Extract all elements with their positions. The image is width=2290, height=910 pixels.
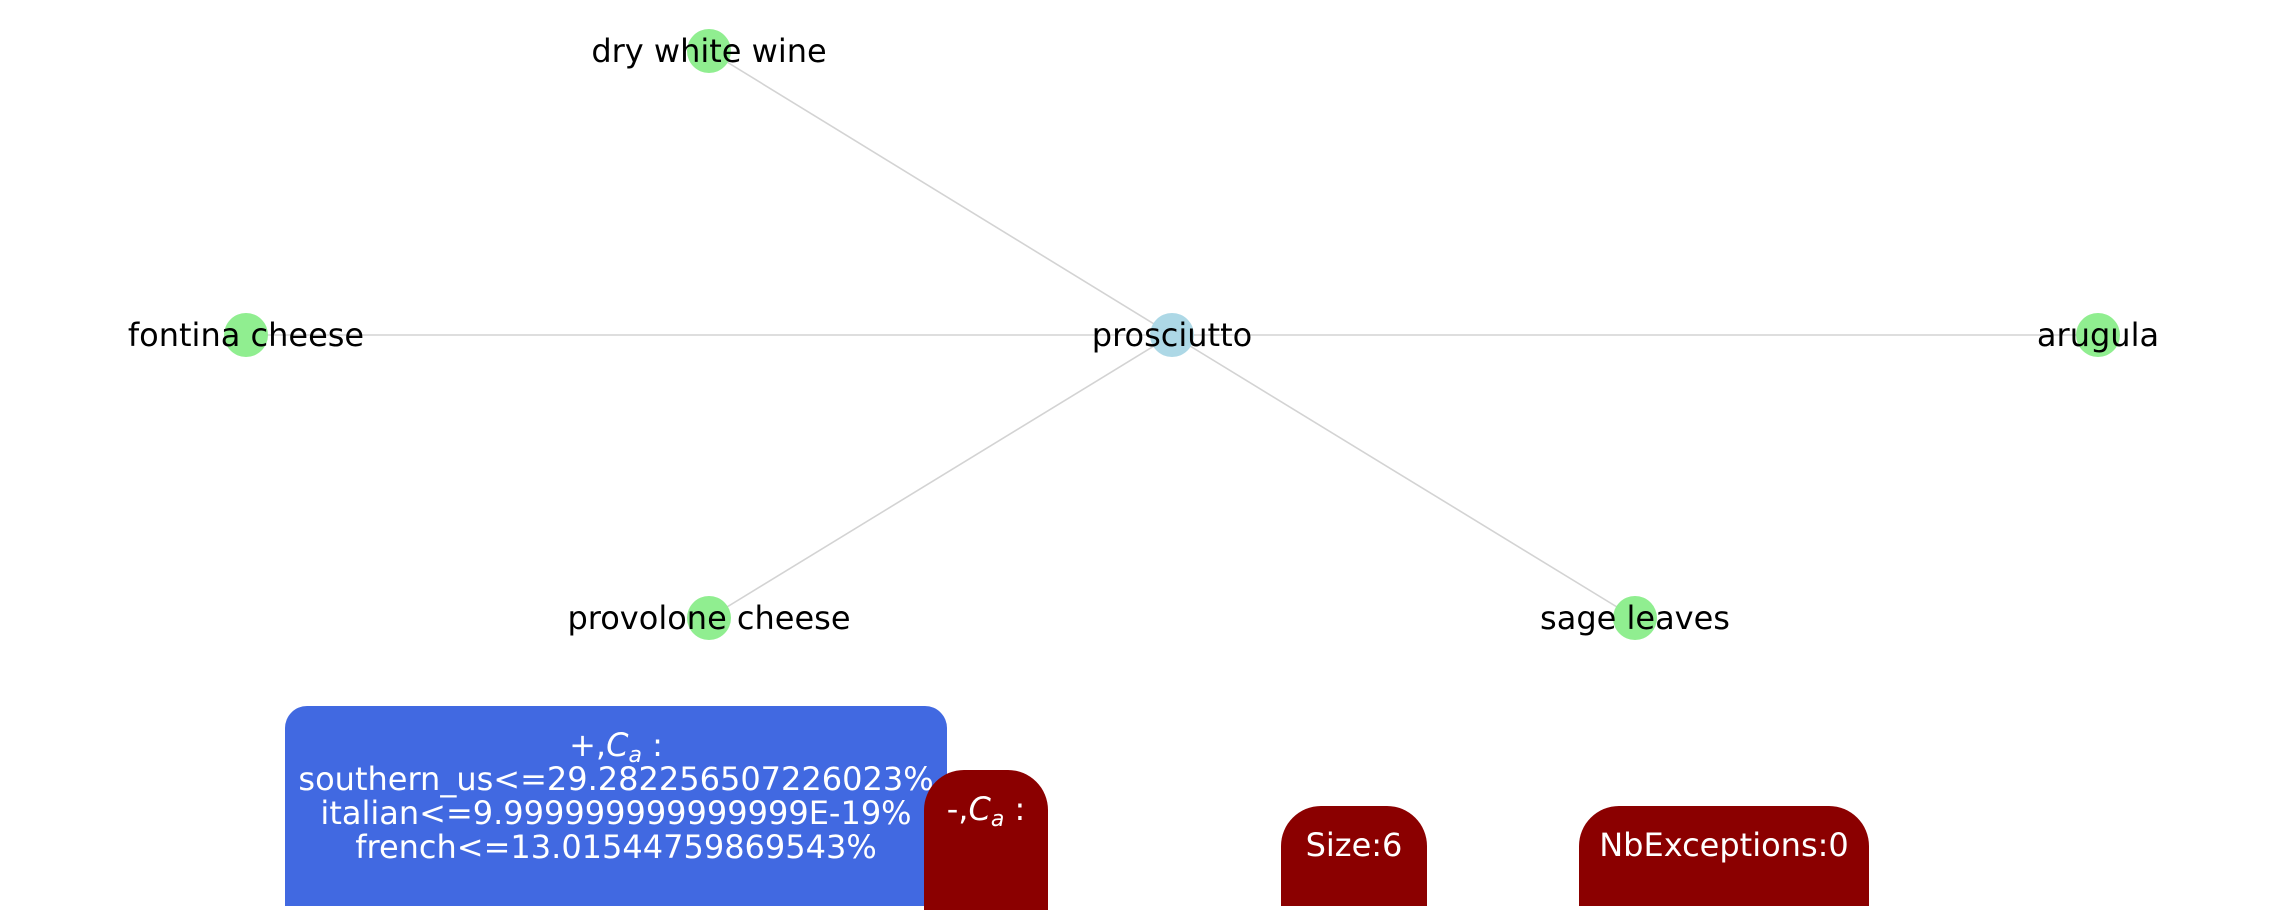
- node-label-prosciutto: prosciutto: [1092, 316, 1252, 354]
- size-badge: Size:6: [1281, 806, 1427, 906]
- exceptions-badge: NbExceptions:0: [1579, 806, 1869, 906]
- node-fontina-cheese: [224, 313, 268, 357]
- negative-condition-box: -,Ca :: [924, 770, 1048, 910]
- node-label-fontina-cheese: fontina cheese: [128, 316, 364, 354]
- graph-nodes: [224, 29, 2120, 640]
- node-label-sage-leaves: sage leaves: [1540, 599, 1730, 637]
- edge-provolone-cheese: [708, 334, 1173, 619]
- condition-line-italian: italian<=9.999999999999999E-19%: [320, 794, 912, 832]
- condition-line-french: french<=13.01544759869543%: [355, 828, 877, 866]
- node-provolone-cheese: [687, 596, 731, 640]
- node-label-dry-white-wine: dry white wine: [591, 32, 826, 70]
- positive-condition-box: +,Ca : southern_us<=29.282256507226023% …: [285, 706, 947, 906]
- node-sage-leaves: [1613, 596, 1657, 640]
- graph-labels: dry white wine fontina cheese arugula provo…: [128, 32, 2159, 637]
- condition-line-southern-us: southern_us<=29.282256507226023%: [298, 760, 934, 798]
- node-prosciutto: [1150, 313, 1194, 357]
- positive-condition-header: +,Ca :: [569, 726, 663, 768]
- edge-dry-white-wine: [708, 50, 1173, 336]
- graph-edges: [246, 50, 2098, 619]
- node-label-provolone-cheese: provolone cheese: [567, 599, 850, 637]
- node-arugula: [2076, 313, 2120, 357]
- edge-sage-leaves: [1171, 334, 1636, 619]
- negative-condition-header: -,Ca :: [946, 790, 1026, 832]
- ingredient-graph: dry white wine fontina cheese arugula provo…: [128, 29, 2159, 640]
- node-label-arugula: arugula: [2037, 316, 2159, 354]
- node-dry-white-wine: [687, 29, 731, 73]
